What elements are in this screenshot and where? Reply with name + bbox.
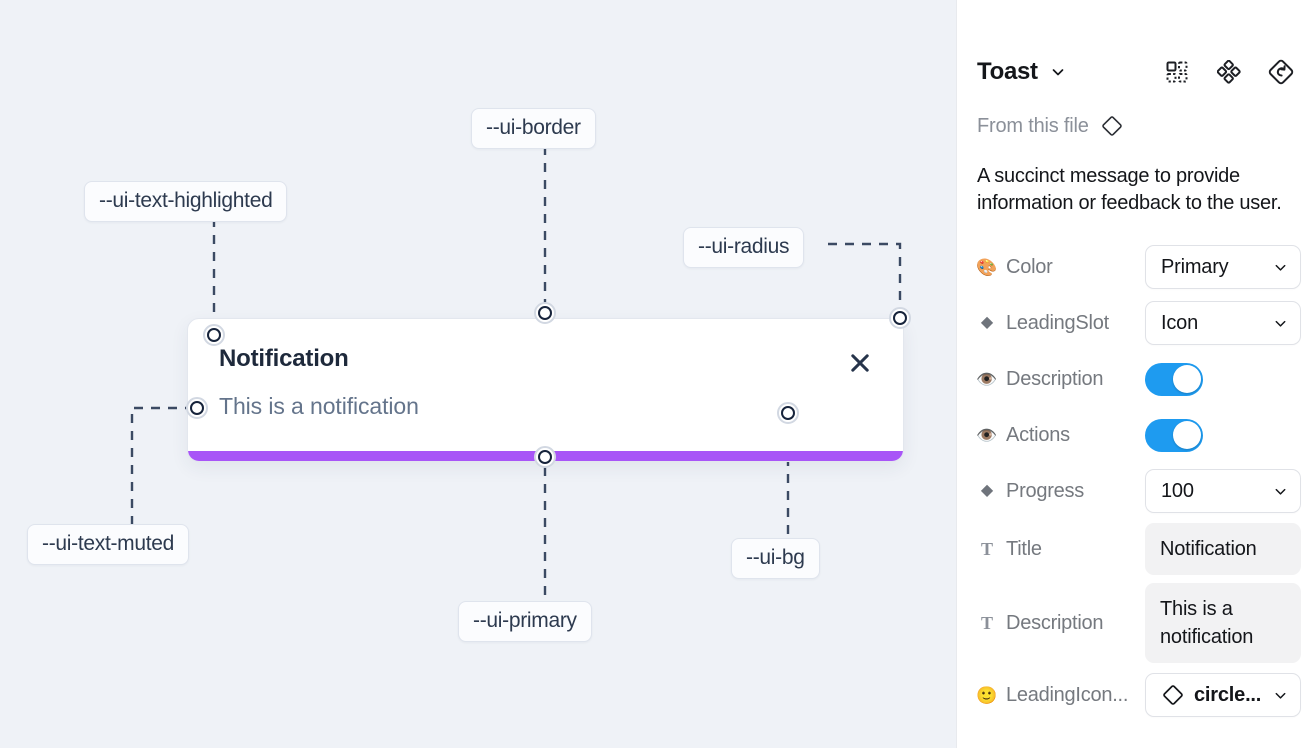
eye-icon: 👁️ [976, 369, 998, 389]
chevron-down-icon [1267, 688, 1288, 703]
token-chip-ui-text-highlighted[interactable]: --ui-text-highlighted [84, 181, 288, 222]
toggle-knob [1172, 421, 1201, 449]
design-canvas[interactable]: Notification This is a notification --ui… [0, 0, 956, 748]
property-row-description-toggle: 👁️ Description [976, 355, 1294, 403]
chevron-down-icon [1267, 484, 1288, 499]
chevron-down-icon [1267, 260, 1288, 275]
text-icon: T [980, 539, 993, 559]
property-row-actions-toggle: 👁️ Actions [976, 411, 1294, 459]
text-icon: T [980, 613, 993, 633]
from-this-file-row[interactable]: From this file [977, 114, 1124, 138]
eye-icon: 👁️ [976, 425, 998, 445]
connector-dot-ui-radius[interactable] [889, 307, 911, 329]
connector-dot-ui-bg[interactable] [777, 402, 799, 424]
property-label-color: 🎨 Color [976, 255, 1053, 278]
leadingicon-select[interactable]: circle... [1145, 673, 1301, 717]
property-label-title: T Title [977, 538, 1145, 561]
line-ui-text-muted [130, 406, 189, 525]
connector-dot-ui-text-muted[interactable] [186, 397, 208, 419]
actions-toggle[interactable] [1145, 418, 1203, 452]
property-row-progress: ◆ Progress 100 [977, 467, 1301, 515]
token-chip-ui-radius[interactable]: --ui-radius [683, 227, 805, 268]
property-row-color: 🎨 Color Primary [976, 243, 1301, 291]
description-input[interactable]: This is a notification [1145, 583, 1301, 663]
header-icon-group [1164, 59, 1294, 85]
progress-select[interactable]: 100 [1145, 469, 1301, 513]
properties-panel: Toast [956, 0, 1312, 748]
connector-dot-ui-border[interactable] [534, 302, 556, 324]
smiley-icon: 🙂 [976, 685, 998, 705]
reset-diamond-icon[interactable] [1268, 59, 1294, 85]
diamond-icon: ◆ [980, 314, 994, 331]
title-input[interactable]: Notification [1145, 523, 1301, 575]
property-label-leadingicon: 🙂 LeadingIcon... [976, 683, 1129, 706]
property-row-description-text: T Description This is a notification [977, 583, 1301, 663]
chevron-down-icon [1267, 316, 1288, 331]
color-select[interactable]: Primary [1145, 245, 1301, 289]
property-label-description-toggle: 👁️ Description [976, 367, 1104, 390]
property-row-title: T Title Notification [977, 523, 1301, 575]
leadingslot-select[interactable]: Icon [1145, 301, 1301, 345]
toast-preview-card[interactable]: Notification This is a notification [187, 318, 904, 462]
page-title: Toast [977, 58, 1038, 85]
connector-dot-ui-primary[interactable] [534, 446, 556, 468]
property-label-progress: ◆ Progress [977, 480, 1145, 503]
diamond-icon: ◆ [980, 482, 994, 499]
description-toggle[interactable] [1145, 362, 1203, 396]
property-label-description-text: T Description [977, 612, 1145, 635]
property-list: 🎨 Color Primary [976, 243, 1301, 727]
toggle-knob [1172, 365, 1201, 393]
from-this-file-label: From this file [977, 114, 1089, 137]
toast-preview-title: Notification [219, 345, 349, 372]
token-chip-ui-primary[interactable]: --ui-primary [458, 601, 592, 642]
token-chip-ui-bg[interactable]: --ui-bg [731, 538, 820, 579]
token-chip-ui-border[interactable]: --ui-border [471, 108, 596, 149]
close-icon[interactable] [846, 349, 874, 377]
token-chip-ui-text-muted[interactable]: --ui-text-muted [27, 524, 190, 565]
variants-cluster-icon[interactable] [1216, 59, 1242, 85]
property-label-leadingslot: ◆ LeadingSlot [977, 312, 1145, 335]
chevron-down-icon[interactable] [1050, 64, 1066, 80]
connector-dot-ui-text-highlighted[interactable] [203, 324, 225, 346]
property-row-leadingslot: ◆ LeadingSlot Icon [977, 299, 1301, 347]
panel-header: Toast [977, 50, 1294, 94]
palette-icon: 🎨 [976, 257, 998, 277]
toast-preview-description: This is a notification [219, 393, 419, 419]
property-row-leadingicon: 🙂 LeadingIcon... circle... [976, 671, 1301, 719]
component-description: A succinct message to provide informatio… [977, 165, 1282, 214]
line-ui-radius [828, 242, 902, 310]
diamond-icon [1100, 114, 1124, 138]
property-label-actions-toggle: 👁️ Actions [976, 423, 1070, 446]
diamond-icon [1161, 683, 1185, 707]
component-grid-icon[interactable] [1164, 59, 1190, 85]
